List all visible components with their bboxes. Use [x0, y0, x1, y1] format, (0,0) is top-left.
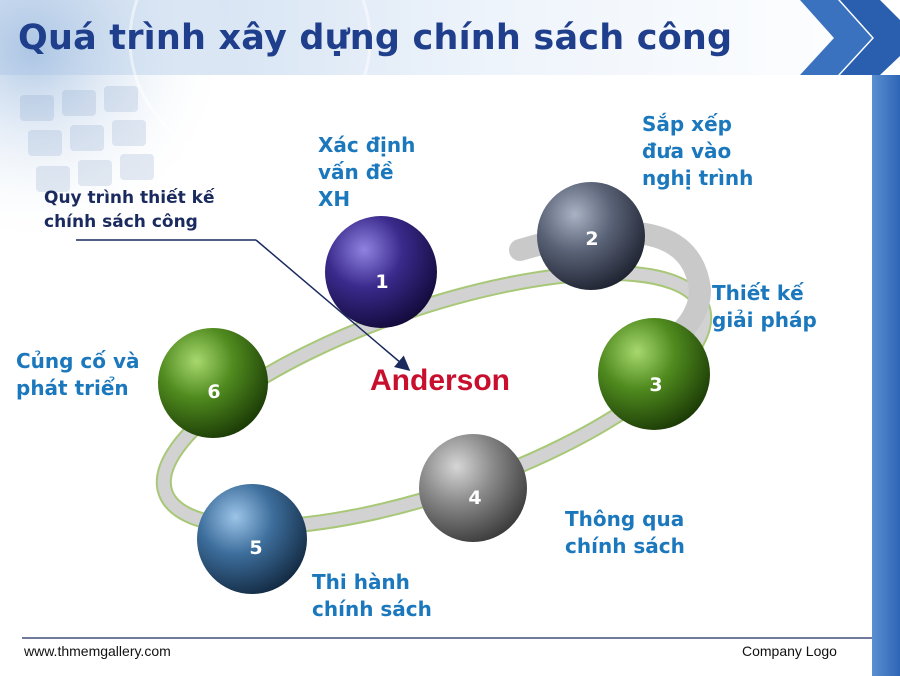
step-label-4: Thông qua chính sách — [565, 507, 685, 558]
annotation-text: Quy trình thiết kế chính sách công — [44, 186, 214, 234]
step-number-1: 1 — [375, 271, 388, 293]
step-label-5: Thi hành chính sách — [312, 570, 432, 621]
step-number-6: 6 — [207, 381, 220, 403]
center-label: Anderson — [370, 364, 511, 397]
footer-company-logo: Company Logo — [742, 643, 837, 659]
step-number-5: 5 — [249, 537, 262, 559]
annotation-line-1: Quy trình thiết kế — [44, 188, 215, 208]
step-number-2: 2 — [585, 228, 598, 250]
step-number-4: 4 — [468, 487, 481, 509]
step-label-2: Sắp xếp đưa vào nghị trình — [642, 112, 754, 190]
step-label-6: Củng cố và phát triển — [16, 349, 140, 400]
annotation-line-2: chính sách công — [44, 212, 198, 232]
step-node-6: 6 — [158, 328, 268, 438]
step-label-1: Xác định vấn đề XH — [318, 133, 416, 211]
step-node-4: 4 — [419, 434, 527, 542]
step-node-2: 2 — [537, 182, 645, 290]
step-label-3: Thiết kế giải pháp — [712, 281, 817, 332]
step-number-3: 3 — [649, 374, 662, 396]
step-node-1: 1 — [325, 216, 437, 328]
slide-title: Quá trình xây dựng chính sách công — [18, 18, 733, 58]
step-node-3: 3 — [598, 318, 710, 430]
footer-website: www.thmemgallery.com — [24, 643, 171, 659]
step-node-5: 5 — [197, 484, 307, 594]
annotation-arrow — [255, 239, 411, 371]
